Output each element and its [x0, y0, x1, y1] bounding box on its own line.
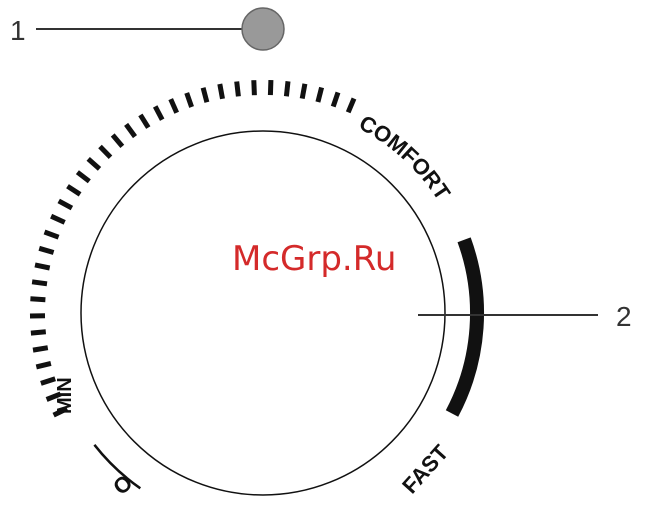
dial-tick [35, 265, 50, 268]
dial-tick [113, 135, 123, 146]
watermark-text: McGrp.Ru [232, 239, 396, 279]
dial-tick [318, 88, 322, 103]
dial-tick [31, 332, 46, 333]
dial-tick [77, 172, 89, 181]
indicator-light [242, 8, 284, 50]
callout-number-1: 1 [10, 15, 26, 46]
dial-tick [68, 186, 81, 194]
dial-tick [237, 82, 239, 97]
dial-tick [59, 201, 72, 208]
label-min: MIN [54, 377, 76, 414]
label-fast: FAST [397, 439, 454, 498]
dial-tick [51, 216, 65, 222]
dial-tick [32, 282, 47, 284]
dial-tick [30, 299, 45, 300]
label-off: O [108, 470, 137, 500]
dial-tick [220, 84, 223, 99]
dial-tick [140, 115, 148, 128]
dial-tick [155, 106, 162, 119]
callout-number-2: 2 [616, 301, 632, 332]
dial-tick [45, 232, 59, 237]
dial-tick [126, 124, 135, 136]
fast-range-arc [452, 240, 477, 414]
dial-tick [254, 80, 255, 95]
dial-tick [348, 99, 354, 113]
dial-tick [286, 81, 288, 96]
dial-tick [33, 348, 48, 350]
dial-tick [171, 99, 177, 113]
dial-tick [302, 84, 305, 99]
dial-knob[interactable] [81, 131, 445, 495]
dial-tick [36, 363, 51, 367]
dial-tick [39, 248, 53, 252]
dial-tick [333, 92, 338, 106]
dial-tick [88, 159, 99, 169]
dial-tick [270, 80, 271, 95]
dial-tick [187, 93, 192, 107]
dial-tick [100, 147, 111, 158]
dial-tick [203, 88, 207, 103]
